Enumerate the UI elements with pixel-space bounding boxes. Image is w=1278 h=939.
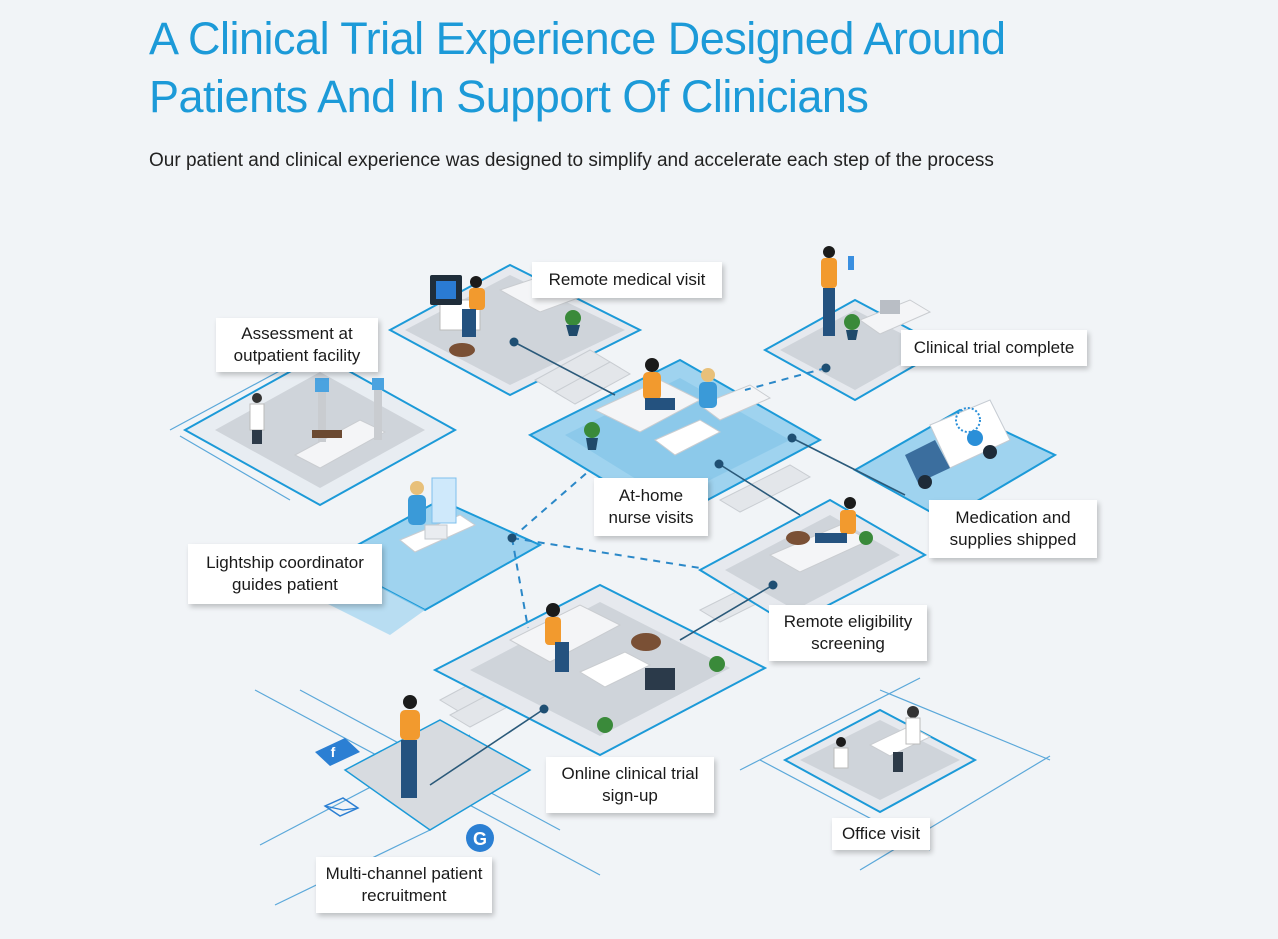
label-online-signup: Online clinical trial sign-up — [546, 757, 714, 813]
svg-text:G: G — [473, 829, 487, 849]
label-office-visit: Office visit — [832, 818, 930, 850]
office-visit-room — [782, 706, 978, 814]
svg-text:f: f — [331, 744, 336, 760]
assessment-outpatient-room — [182, 353, 458, 507]
van-icon — [905, 399, 1011, 489]
label-remote-medical-visit: Remote medical visit — [532, 262, 722, 298]
clinical-trial-complete-room — [762, 246, 948, 402]
label-at-home-nurse: At-home nurse visits — [594, 478, 708, 536]
label-medication-shipped: Medication and supplies shipped — [929, 500, 1097, 558]
label-remote-eligibility: Remote eligibility screening — [769, 605, 927, 661]
label-coordinator-guides: Lightship coordinator guides patient — [188, 544, 382, 604]
connector-dots — [507, 337, 831, 714]
mail-icon — [323, 797, 360, 817]
online-signup-room — [432, 583, 768, 757]
medication-shipped-platform — [852, 399, 1058, 522]
label-clinical-trial-complete: Clinical trial complete — [901, 330, 1087, 366]
page-title: A Clinical Trial Experience Designed Aro… — [149, 13, 1006, 122]
connector-lines — [429, 341, 906, 786]
label-assessment-outpatient: Assessment at outpatient facility — [216, 318, 378, 372]
recruitment-platform: f G — [315, 695, 532, 852]
computer-monitor-icon — [645, 668, 675, 690]
google-icon: G — [466, 824, 494, 852]
at-home-nurse-room — [527, 358, 823, 522]
facebook-icon: f — [315, 738, 360, 766]
label-multichannel-recruitment: Multi-channel patient recruitment — [316, 857, 492, 913]
remote-eligibility-room — [697, 497, 928, 627]
page-subtitle: Our patient and clinical experience was … — [149, 150, 994, 171]
dashed-paths — [511, 367, 827, 629]
